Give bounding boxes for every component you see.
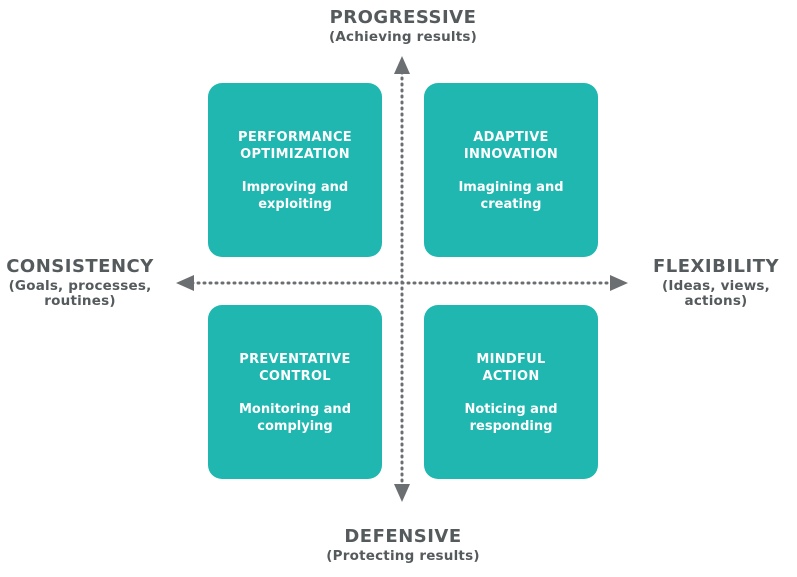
axis-label-flexibility: FLEXIBILITY: [652, 256, 780, 277]
axis-title-right: FLEXIBILITY (Ideas, views, actions): [636, 256, 796, 310]
axis-title-bottom: DEFENSIVE (Protecting results): [248, 526, 558, 564]
axis-label-defensive: DEFENSIVE: [344, 526, 462, 547]
axis-sublabel-consistency: (Goals, processes, routines): [8, 277, 152, 310]
quadrant-description: Noticing and responding: [464, 402, 558, 434]
quadrant-title: MINDFUL ACTION: [476, 352, 546, 384]
quadrant-adaptive-innovation: ADAPTIVE INNOVATION Imagining and creati…: [424, 83, 598, 257]
axis-sublabel-defensive: (Protecting results): [326, 547, 480, 564]
arrow-left-icon: [176, 275, 194, 291]
arrow-up-icon: [394, 56, 410, 74]
quadrant-mindful-action: MINDFUL ACTION Noticing and responding: [424, 305, 598, 479]
axis-sublabel-flexibility: (Ideas, views, actions): [661, 277, 770, 310]
quadrant-title: PERFORMANCE OPTIMIZATION: [238, 130, 352, 162]
axis-label-consistency: CONSISTENCY: [6, 256, 154, 277]
quadrant-title: PREVENTATIVE CONTROL: [239, 352, 351, 384]
quadrant-title: ADAPTIVE INNOVATION: [463, 130, 559, 162]
quadrant-preventative-control: PREVENTATIVE CONTROL Monitoring and comp…: [208, 305, 382, 479]
arrow-down-icon: [394, 484, 410, 502]
axis-label-progressive: PROGRESSIVE: [329, 7, 477, 28]
axis-title-top: PROGRESSIVE (Achieving results): [248, 7, 558, 45]
quadrant-description: Monitoring and complying: [238, 402, 351, 434]
quadrant-performance-optimization: PERFORMANCE OPTIMIZATION Improving and e…: [208, 83, 382, 257]
quadrant-description: Imagining and creating: [458, 180, 564, 212]
arrow-right-icon: [610, 275, 628, 291]
axis-title-left: CONSISTENCY (Goals, processes, routines): [0, 256, 160, 310]
quadrant-description: Improving and exploiting: [241, 180, 349, 212]
axis-sublabel-progressive: (Achieving results): [329, 28, 477, 45]
